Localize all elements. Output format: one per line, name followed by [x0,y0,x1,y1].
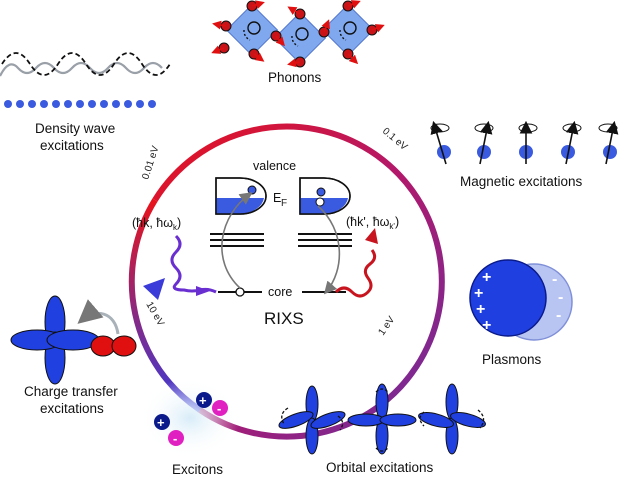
orbital-label: Orbital excitations [326,460,434,475]
outgoing-photon-label: (ħk', ħωk') [346,215,399,231]
plasmon-plus-1: + [482,269,491,286]
energy-label-0.1ev: 0.1 eV [380,126,409,153]
energy-label-1ev: 1 eV [376,314,397,337]
energy-label-10ev: 10 eV [143,300,166,328]
valence-band-right [299,177,351,215]
valence-label: valence [253,159,296,173]
orbital-illustration [278,383,486,455]
energy-ring-arrowhead [143,278,165,300]
exciton-plus-1: + [157,415,165,430]
exciton-minus-1: - [217,401,221,416]
magnetic-label: Magnetic excitations [460,174,583,189]
outgoing-photon [334,249,377,298]
excitons-illustration: + + - - [140,378,240,458]
density-wave-label-line2: excitations [40,138,104,153]
plasmon-minus-1: - [552,271,557,288]
plasmon-plus-4: + [482,317,491,334]
excitation-arrow [221,192,253,289]
rixs-title: RIXS [264,309,304,328]
charge-transfer-label-line1: Charge transfer [24,384,118,399]
excitons-label: Excitons [172,462,223,477]
plasmon-plus-2: + [474,285,483,302]
exciton-plus-2: + [199,393,207,408]
outgoing-photon-head [365,228,378,244]
density-wave-illustration [0,52,171,108]
plasmons-illustration: + + + + - - - [469,259,573,341]
plasmon-minus-2: - [558,289,563,306]
valence-band-left [215,177,267,215]
energy-label-0.01ev: 0.01 eV [140,144,161,180]
decay-arrow [317,205,341,295]
phonons-illustration [211,0,385,68]
incoming-photon-label: (ħk, ħωk) [132,216,181,232]
plasmon-minus-3: - [556,307,561,324]
incoming-photon [170,234,217,294]
charge-transfer-label-line2: excitations [40,401,104,416]
fermi-energy-label: E [273,191,281,205]
core-hole [235,287,245,297]
exciton-minus-2: - [173,431,177,446]
core-label: core [268,285,292,299]
incoming-photon-head [196,286,210,296]
magnetic-illustration [430,120,619,165]
fermi-energy-subscript: F [281,198,287,209]
intermediate-levels [210,233,352,247]
rixs-schematic: valence E F [132,159,399,328]
charge-transfer-illustration [10,295,137,385]
plasmon-plus-3: + [476,301,485,318]
density-wave-label-line1: Density wave [35,121,115,136]
phonons-label: Phonons [268,70,322,85]
plasmons-label: Plasmons [482,352,542,367]
